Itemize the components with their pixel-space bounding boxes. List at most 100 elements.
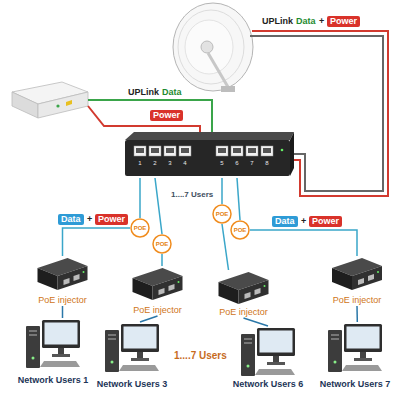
switch-body [125,140,290,176]
uplink-wire [88,100,212,132]
poe-circle [213,205,231,223]
cable-connector [63,228,131,256]
port-number: 7 [246,160,258,167]
port-number: 8 [261,160,273,167]
poe-text: POE [156,241,169,247]
dish-feed [201,41,213,53]
rj45-port [179,146,191,156]
device-label: PoE injector [38,295,87,306]
wire-label: Data [296,16,316,27]
network-user: Network Users 1 [8,318,98,386]
computer-icon [105,324,159,372]
signal-badge: Power [327,16,360,27]
device-label: PoE injector [133,305,182,316]
rj45-port [149,146,161,156]
poe-circle [153,235,171,253]
rj45-port [216,146,228,156]
rj45-port [151,148,159,153]
switch-side [290,132,294,176]
poe-marker: POE [152,234,172,254]
port-number: 1 [134,160,146,167]
cable-connector [161,254,163,266]
network-user: Network Users 7 [316,322,394,390]
rj45-port [261,146,273,156]
network-user: Network Users 6 [228,326,308,390]
poe-circle [131,219,149,237]
poe-injector-icon [332,258,382,290]
dish-arm [208,53,228,87]
dish-antenna [173,3,253,91]
wire-label: UPLink [262,16,293,27]
cable-connector [155,178,162,234]
poe-marker: POE [230,220,250,240]
cable-connector [221,178,223,204]
poe-text: POE [234,227,247,233]
switch-device: 12345678 [125,138,290,178]
signal-badge: Power [95,214,128,225]
device-label: Network Users 6 [233,379,304,390]
rj45-port [166,148,174,153]
cable-connector [62,306,64,318]
signal-badge: Power [150,110,183,121]
poe-marker: POE [212,204,232,224]
rj45-port [248,148,256,153]
wire-label: + [319,16,324,27]
cable-connector [237,178,240,220]
poe-injector: PoE injector [320,256,394,306]
switch-ports [134,146,273,156]
router-front [38,92,88,118]
cable-connector [244,318,269,326]
wire-label: UPLink [128,87,159,98]
wire-label: 1....7 Users [174,350,227,362]
cable-connector [356,306,358,322]
port-number: 5 [216,160,228,167]
device-label: PoE injector [333,295,382,306]
rj45-port [218,148,226,153]
computer-icon [26,320,80,368]
router-led [56,104,59,107]
signal-badge: Power [309,216,342,227]
wire-label: Data [162,87,182,98]
cable-connector [139,178,141,218]
poe-injector: PoE injector [120,266,195,316]
power-wire [88,106,200,132]
switch-top [125,132,294,140]
dish-ring [178,10,244,84]
router-port [66,100,72,106]
poe-injector: PoE injector [25,256,100,306]
cable-connector [222,224,229,270]
rj45-port [263,148,271,153]
cable-connector [140,316,158,322]
device-label: Network Users 7 [320,379,391,390]
router-side [12,92,38,118]
device-label: PoE injector [219,307,268,318]
signal-badge: Data [272,216,298,227]
rj45-port [136,148,144,153]
switch-led [281,149,284,152]
computer-icon [328,324,382,372]
poe-injector-icon [133,268,183,300]
poe-text: POE [134,225,147,231]
dish-mount [221,86,235,92]
rj45-port [164,146,176,156]
rj45-port [231,146,243,156]
rj45-port [233,148,241,153]
wire-label: 1....7 Users [171,189,213,200]
device-label: Network Users 1 [18,375,89,386]
rj45-port [181,148,189,153]
cable-connector [250,230,357,256]
network-user: Network Users 3 [92,322,172,390]
wire-label: + [301,216,306,227]
wire-label: + [87,214,92,225]
rj45-port [246,146,258,156]
dish-ring [185,20,233,74]
poe-injector-icon [219,272,269,304]
port-number: 4 [179,160,191,167]
poe-marker: POE [130,218,150,238]
signal-badge: Data [58,214,84,225]
poe-injector-icon [38,258,88,290]
port-number: 2 [149,160,161,167]
